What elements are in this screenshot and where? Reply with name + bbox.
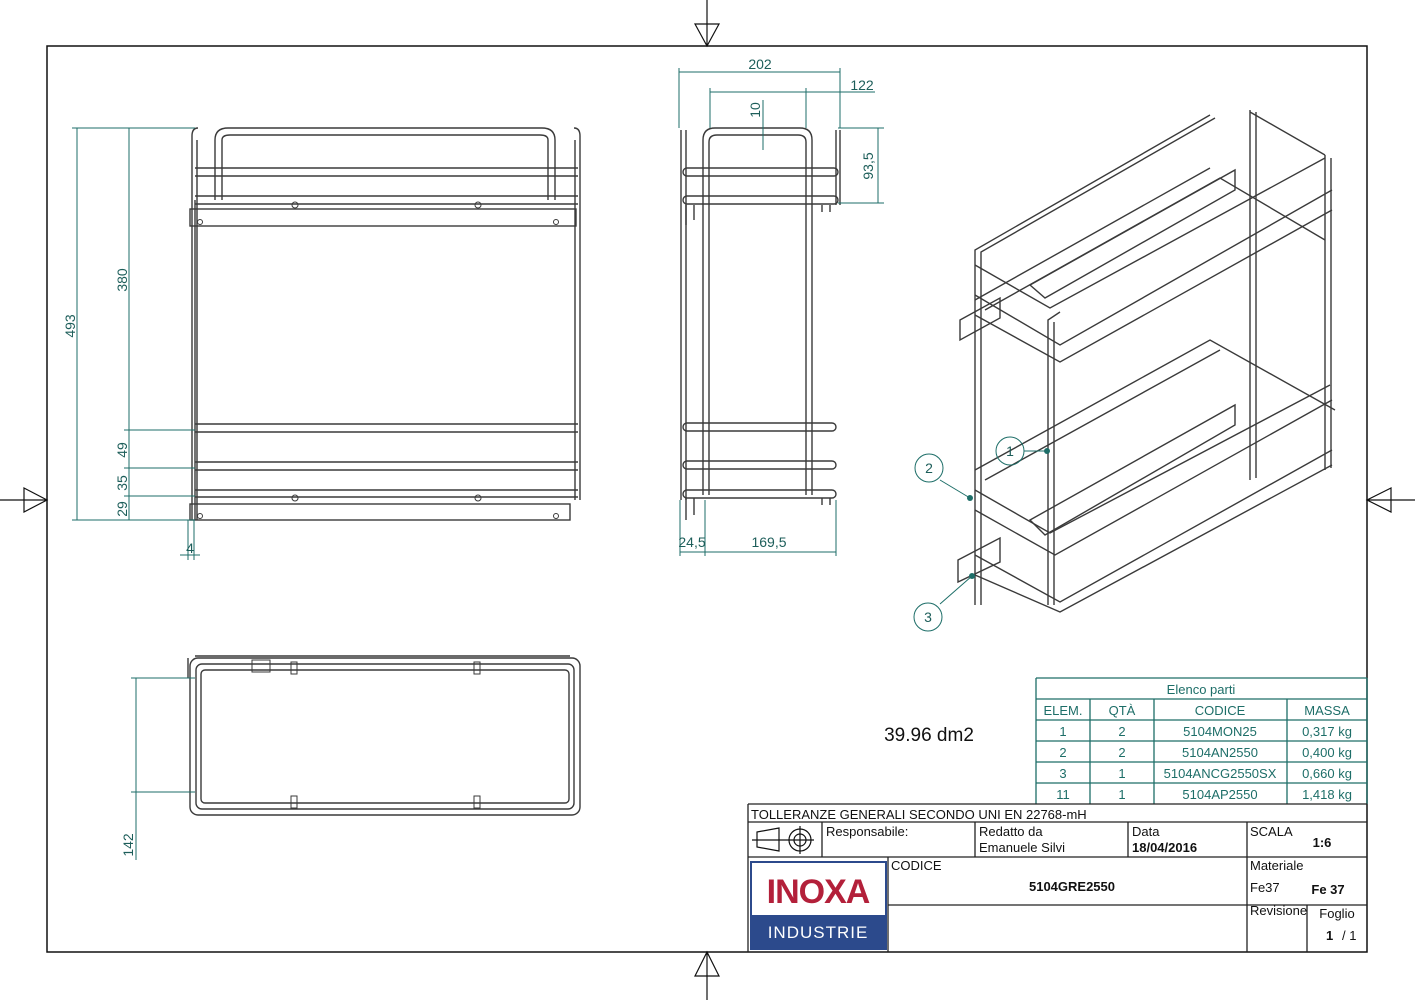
- dim-35: 35: [114, 475, 130, 491]
- inoxa-logo: INOXA INDUSTRIE: [750, 861, 887, 950]
- logo-text-industrie: INDUSTRIE: [768, 923, 869, 942]
- header-qta: QTÀ: [1109, 703, 1136, 718]
- dim-49: 49: [114, 442, 130, 458]
- cell: 1,418 kg: [1302, 787, 1352, 802]
- data-value: 18/04/2016: [1132, 840, 1197, 855]
- foglio-total: / 1: [1342, 928, 1356, 943]
- cell: 5104ANCG2550SX: [1164, 766, 1277, 781]
- balloon-3: [913, 602, 943, 632]
- cell: 2: [1059, 745, 1066, 760]
- table-row: 11 1 5104AP2550 1,418 kg: [1056, 787, 1352, 802]
- dim-142: 142: [120, 833, 136, 857]
- balloon-1: [995, 436, 1025, 466]
- codice-value: 5104GRE2550: [1029, 879, 1115, 894]
- cell: 3: [1059, 766, 1066, 781]
- cell: 11: [1056, 787, 1070, 802]
- cell: 0,317 kg: [1302, 724, 1352, 739]
- balloon-2: [914, 453, 944, 483]
- projection-symbol-icon: [752, 826, 814, 854]
- dim-29: 29: [114, 501, 130, 517]
- side-dimensions: 202 122 10 93,5 24,5 169,5: [678, 56, 884, 556]
- balloon-2-label: 2: [925, 460, 933, 476]
- cell: 5104MON25: [1183, 724, 1257, 739]
- cell: 5104AN2550: [1182, 745, 1258, 760]
- parts-list-table: Elenco parti ELEM. QTÀ CODICE MASSA 1 2 …: [1035, 677, 1368, 804]
- dim-93-5: 93,5: [860, 152, 876, 179]
- materiale-value: Fe 37: [1311, 882, 1344, 897]
- cell: 0,660 kg: [1302, 766, 1352, 781]
- side-view: [680, 127, 841, 520]
- foglio-number: 1: [1326, 928, 1333, 943]
- revisione-label: Revisione: [1250, 903, 1307, 918]
- parts-list-title: Elenco parti: [1167, 682, 1236, 697]
- cell: 1: [1118, 766, 1125, 781]
- part-balloons: 1 2 3: [913, 436, 1050, 632]
- area-note: 39.96 dm2: [884, 725, 974, 746]
- redatto-value: Emanuele Silvi: [979, 840, 1065, 855]
- dim-380: 380: [114, 268, 130, 292]
- cell: 0,400 kg: [1302, 745, 1352, 760]
- logo-text-inoxa: INOXA: [767, 873, 870, 911]
- table-row: 2 2 5104AN2550 0,400 kg: [1059, 745, 1352, 760]
- tolerances-note: TOLLERANZE GENERALI SECONDO UNI EN 22768…: [751, 807, 1087, 822]
- balloon-3-label: 3: [924, 609, 932, 625]
- cell: 5104AP2550: [1182, 787, 1257, 802]
- sheet-border: [46, 45, 1368, 953]
- dim-24-5: 24,5: [678, 534, 705, 550]
- table-row: 1 2 5104MON25 0,317 kg: [1059, 724, 1352, 739]
- balloon-1-label: 1: [1006, 443, 1014, 459]
- isometric-view: [957, 110, 1336, 613]
- table-row: 3 1 5104ANCG2550SX 0,660 kg: [1059, 766, 1352, 781]
- dim-4: 4: [186, 540, 194, 556]
- header-codice: CODICE: [1195, 703, 1246, 718]
- codice-label: CODICE: [891, 858, 942, 873]
- data-label: Data: [1132, 824, 1160, 839]
- foglio-label: Foglio: [1319, 906, 1354, 921]
- dim-10: 10: [747, 102, 763, 118]
- materiale-label: Materiale: [1250, 858, 1303, 873]
- cell: 2: [1118, 724, 1125, 739]
- top-dimensions: 142: [120, 677, 195, 860]
- cell: 2: [1118, 745, 1125, 760]
- dim-202: 202: [748, 56, 772, 72]
- header-elem: ELEM.: [1043, 703, 1082, 718]
- responsabile-label: Responsabile:: [826, 824, 908, 839]
- scala-label: SCALA: [1250, 824, 1293, 839]
- dim-493: 493: [62, 314, 78, 338]
- materiale-value-small: Fe37: [1250, 880, 1280, 895]
- top-view: [187, 655, 581, 816]
- front-view: [189, 127, 581, 521]
- title-block: TOLLERANZE GENERALI SECONDO UNI EN 22768…: [747, 803, 1367, 952]
- scala-value: 1:6: [1313, 835, 1332, 850]
- redatto-label: Redatto da: [979, 824, 1043, 839]
- cell: 1: [1118, 787, 1125, 802]
- header-massa: MASSA: [1304, 703, 1350, 718]
- dim-169-5: 169,5: [751, 534, 786, 550]
- cell: 1: [1059, 724, 1066, 739]
- dim-122: 122: [850, 77, 874, 93]
- front-dimensions: 493 380 49 35 29 4: [62, 127, 200, 560]
